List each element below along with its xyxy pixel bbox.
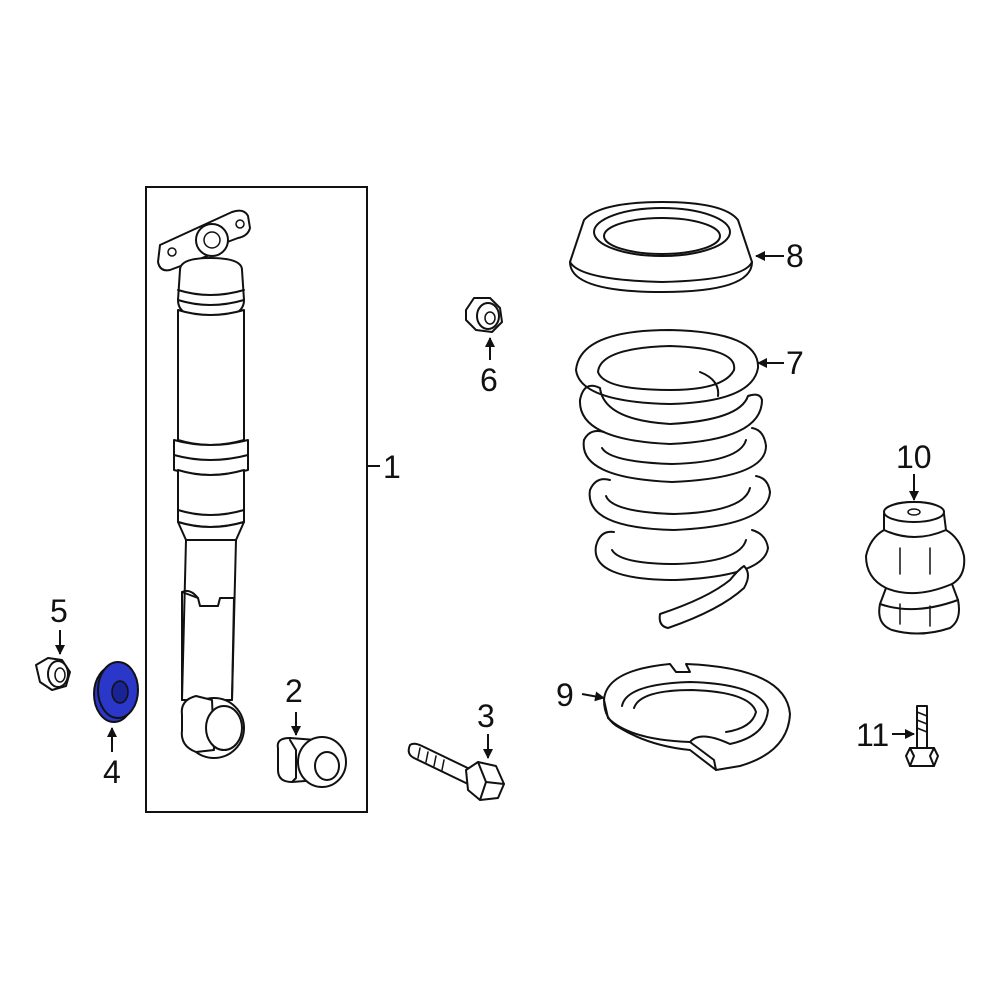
callout-6[interactable]: 6 bbox=[480, 362, 498, 398]
callout-4[interactable]: 4 bbox=[103, 754, 121, 790]
bolt-11-drawing[interactable] bbox=[905, 705, 939, 767]
washer-drawing[interactable] bbox=[93, 661, 139, 723]
nut-6-drawing[interactable] bbox=[465, 297, 503, 333]
nut-5-drawing[interactable] bbox=[35, 657, 71, 691]
shock-absorber-drawing[interactable] bbox=[157, 209, 251, 759]
assembly-group-box bbox=[145, 186, 368, 813]
callout-1[interactable]: 1 bbox=[383, 449, 401, 485]
callout-7[interactable]: 7 bbox=[786, 345, 804, 381]
callout-3[interactable]: 3 bbox=[477, 698, 495, 734]
washer-hole bbox=[111, 680, 129, 704]
callout-11[interactable]: 11 bbox=[856, 717, 889, 753]
upper-insulator-drawing[interactable] bbox=[569, 201, 753, 293]
lower-insulator-drawing[interactable] bbox=[603, 663, 791, 771]
bushing-drawing[interactable] bbox=[276, 736, 347, 788]
callout-9[interactable]: 9 bbox=[556, 677, 574, 713]
bolt-drawing[interactable] bbox=[407, 742, 505, 801]
coil-spring-drawing[interactable] bbox=[575, 329, 771, 629]
callout-8[interactable]: 8 bbox=[786, 238, 804, 274]
callout-5[interactable]: 5 bbox=[50, 593, 68, 629]
bump-stop-drawing[interactable] bbox=[865, 501, 966, 635]
callout-9-leader bbox=[581, 691, 605, 702]
callout-2[interactable]: 2 bbox=[285, 673, 303, 709]
callout-10[interactable]: 10 bbox=[896, 439, 932, 475]
